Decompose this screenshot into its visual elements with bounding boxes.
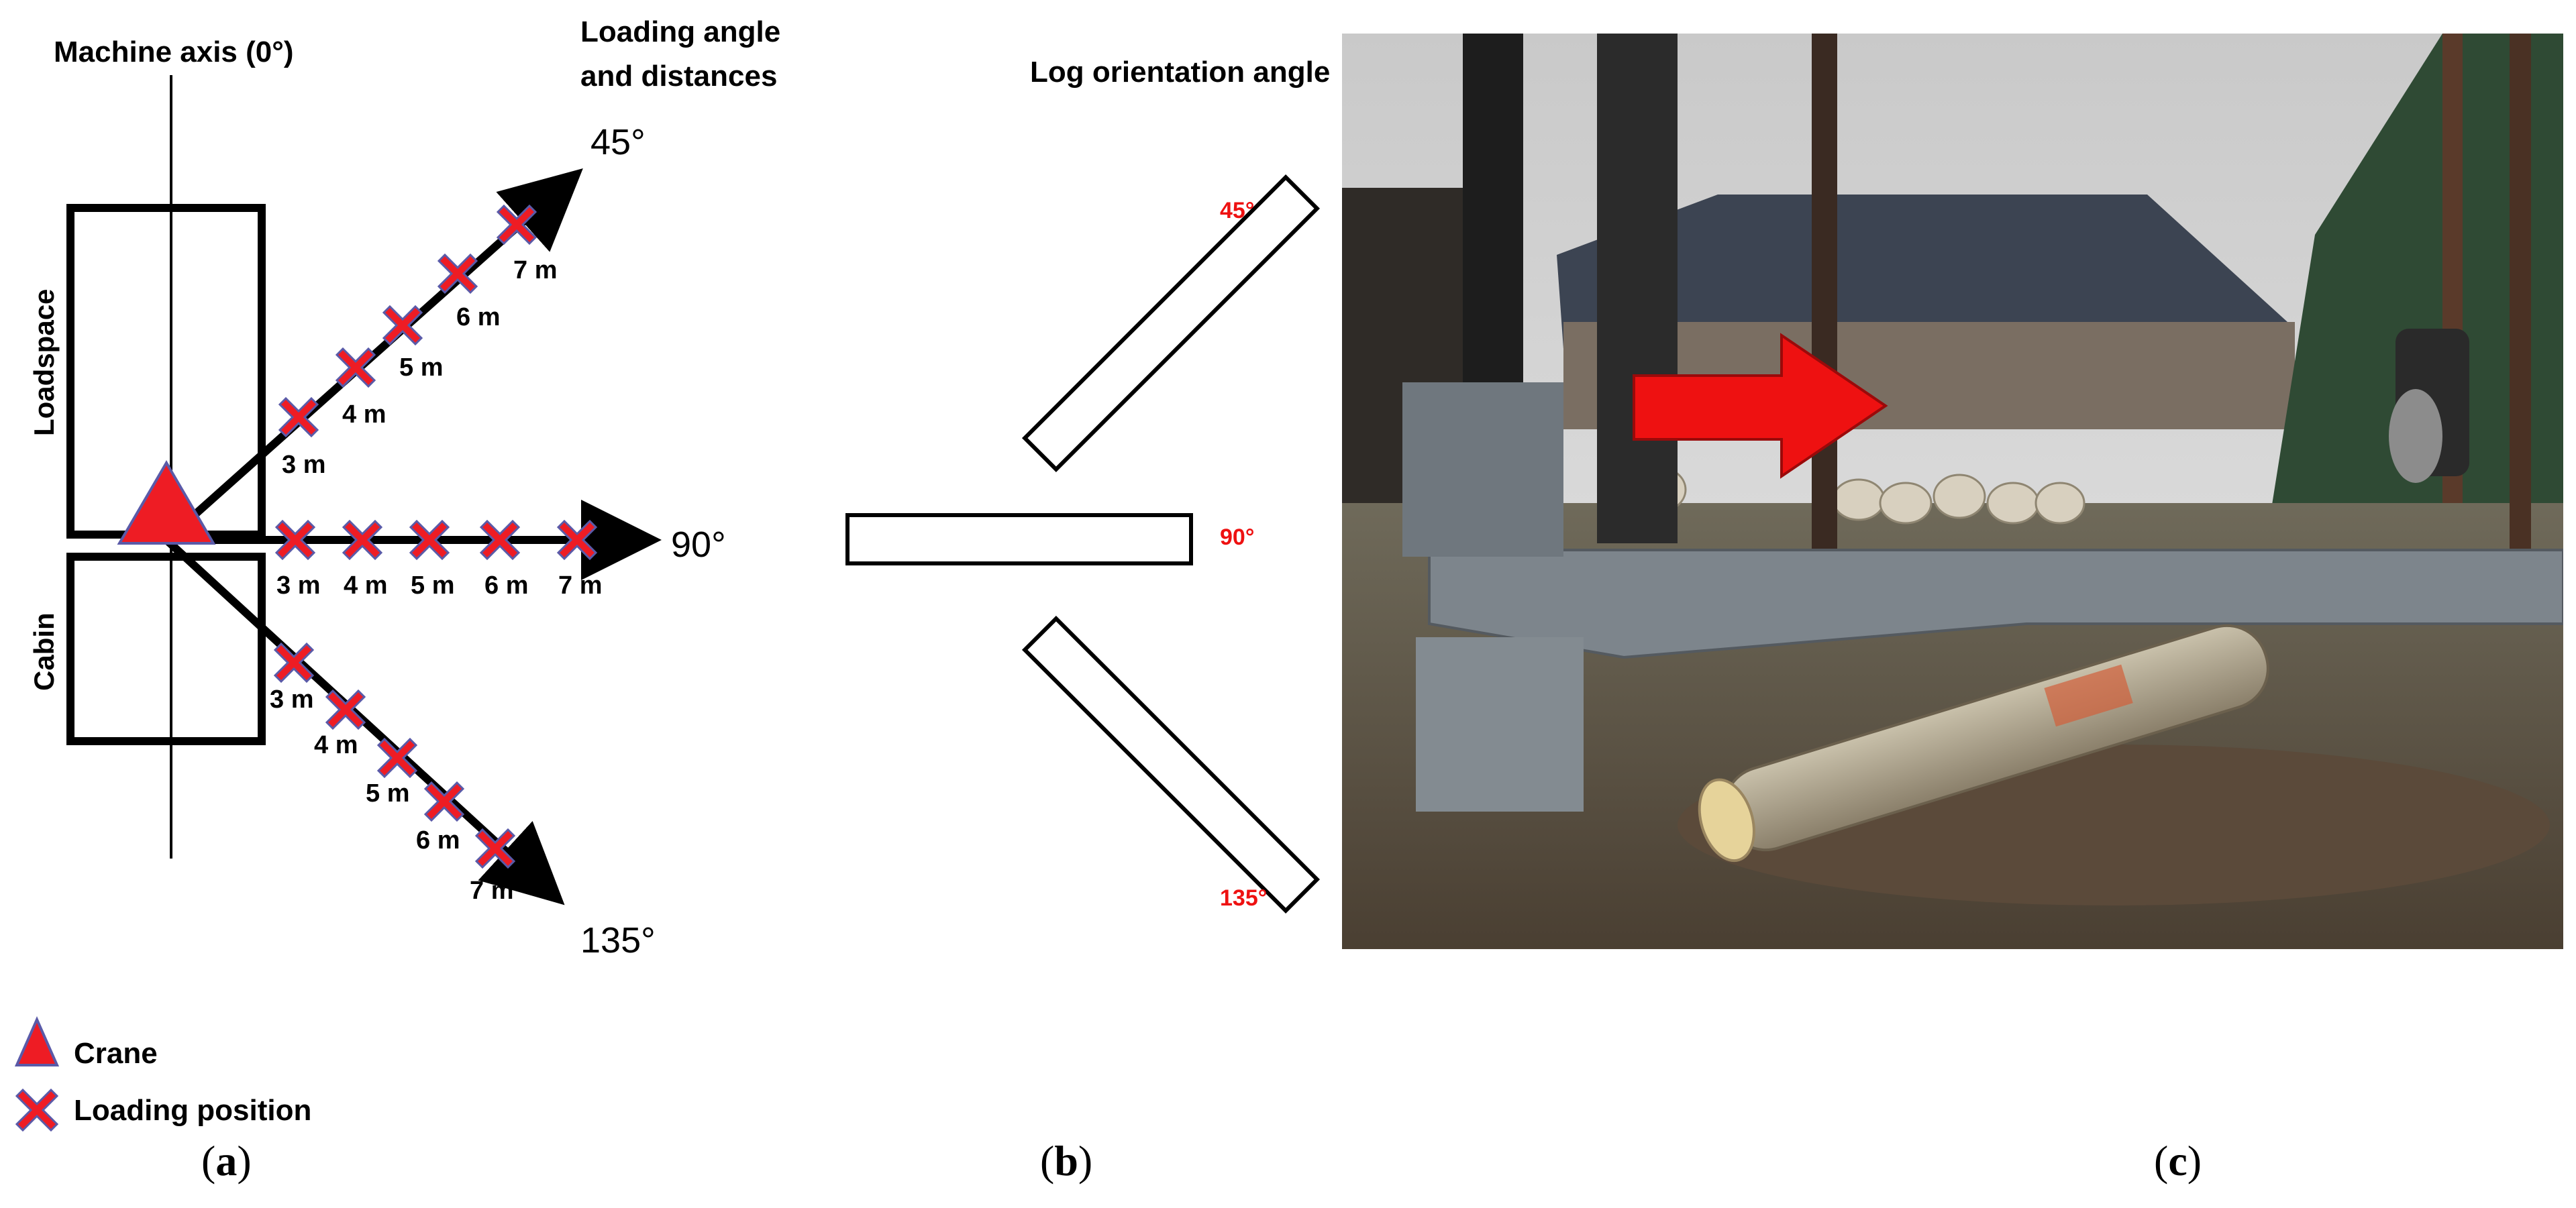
- loading-position-marker: [325, 689, 366, 730]
- machine-axis-title: Machine axis (0°): [54, 36, 294, 68]
- distance-label: 5 m: [411, 571, 454, 600]
- caption-c-letter: c: [2168, 1137, 2187, 1185]
- cabin-label: Cabin: [28, 612, 60, 691]
- cabin-rect: [66, 553, 266, 745]
- loading-position-marker: [423, 781, 465, 822]
- caption-a: (a): [201, 1137, 252, 1185]
- loading-angle-title-line1: Loading angle: [580, 15, 780, 48]
- steel-beam: [1428, 549, 2563, 659]
- loading-position-marker: [274, 519, 316, 561]
- loading-angle-title-line2: and distances: [580, 60, 777, 93]
- loading-position-marker: [342, 519, 383, 561]
- loading-position-marker: [278, 396, 319, 438]
- legend-loading-position-label: Loading position: [74, 1094, 311, 1127]
- distance-label: 6 m: [456, 303, 500, 331]
- legend-loading-position-icon: [15, 1088, 59, 1132]
- distance-label: 6 m: [416, 826, 460, 855]
- caption-b-letter: b: [1054, 1137, 1078, 1185]
- panel-b: Log orientation angle 45° 90° 135° (b): [839, 0, 1342, 1205]
- log-135-label: 135°: [1220, 885, 1267, 911]
- distance-labels-90: 3 m 4 m 5 m 6 m 7 m: [276, 571, 602, 600]
- log-orientation-diagram: Log orientation angle 45° 90° 135°: [845, 56, 1330, 914]
- distance-label: 6 m: [484, 571, 528, 600]
- distance-label: 4 m: [314, 731, 358, 759]
- log-45-label: 45°: [1220, 198, 1254, 223]
- legend-crane-label: Crane: [74, 1037, 158, 1070]
- log-90-label: 90°: [1220, 525, 1254, 550]
- legend: Crane Loading position: [14, 1016, 311, 1132]
- loading-position-marker: [556, 519, 598, 561]
- distance-label: 4 m: [342, 400, 386, 429]
- direction-arrow: [1633, 333, 1888, 479]
- distance-label: 7 m: [558, 571, 602, 600]
- angle-90-label: 90°: [671, 525, 726, 565]
- caption-b: (b): [1040, 1137, 1093, 1185]
- loading-position-marker: [474, 828, 516, 869]
- loading-position-marker: [409, 519, 450, 561]
- log-orientation-title: Log orientation angle: [1030, 56, 1330, 89]
- loading-position-markers: [273, 204, 598, 869]
- panel-a: Machine axis (0°) Loading angle and dist…: [0, 0, 839, 1205]
- distance-label: 4 m: [344, 571, 387, 600]
- crane-icon: [117, 460, 216, 545]
- angle-45-label: 45°: [590, 122, 646, 162]
- legend-x-mark: [15, 1088, 59, 1132]
- loading-diagram: Machine axis (0°) Loading angle and dist…: [14, 15, 780, 1132]
- spruce-tree: [2268, 34, 2563, 530]
- caption-a-letter: a: [215, 1137, 238, 1185]
- log-135: [1021, 615, 1321, 914]
- log-90: [845, 513, 1193, 565]
- distance-label: 3 m: [276, 571, 320, 600]
- distance-label: 5 m: [366, 779, 409, 808]
- distance-labels-45: 3 m 4 m 5 m 6 m 7 m: [282, 256, 557, 479]
- legend-crane-icon: [14, 1016, 60, 1066]
- caption-c: (c): [2154, 1137, 2202, 1185]
- angle-135-label: 135°: [580, 920, 656, 960]
- log-45: [1021, 174, 1321, 473]
- distance-label: 7 m: [513, 256, 557, 284]
- loading-position-marker: [273, 642, 315, 683]
- loading-position-marker: [382, 305, 423, 346]
- loading-position-marker: [376, 737, 418, 779]
- loadspace-label: Loadspace: [28, 289, 60, 436]
- distance-label: 7 m: [470, 877, 513, 905]
- loading-position-marker: [479, 519, 521, 561]
- loading-position-marker: [335, 347, 376, 388]
- main-log: [1698, 624, 2269, 863]
- loading-position-marker: [437, 253, 478, 294]
- panel-c: (c): [1342, 0, 2576, 1205]
- distance-label: 3 m: [270, 685, 313, 714]
- loading-position-marker: [496, 204, 537, 245]
- forwarder-crane-log-photo: [1342, 34, 2563, 949]
- house-roof: [1557, 195, 2295, 349]
- distance-label: 5 m: [399, 353, 443, 382]
- distance-label: 3 m: [282, 451, 325, 479]
- crane-column: [1463, 34, 1523, 449]
- distance-labels-135: 3 m 4 m 5 m 6 m 7 m: [270, 685, 513, 905]
